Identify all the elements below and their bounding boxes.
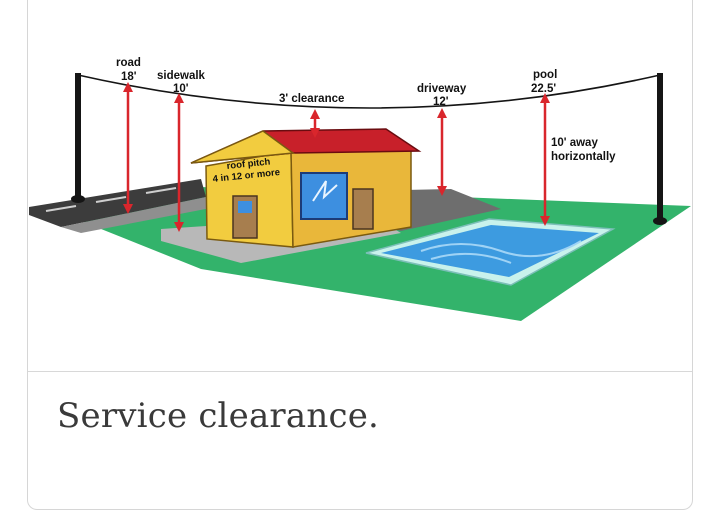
label-pool-value: 22.5' <box>531 83 556 95</box>
label-road: road <box>116 57 141 69</box>
label-driveway-value: 12' <box>433 96 449 108</box>
label-pool-horizontal-2: horizontally <box>551 151 616 163</box>
label-pool: pool <box>533 69 557 81</box>
label-roof-clearance: 3' clearance <box>279 93 344 105</box>
service-clearance-diagram: road 18' sidewalk 10' 3' clearance drive… <box>29 57 691 321</box>
label-roof-pitch-1: roof pitch <box>226 156 271 172</box>
side-door <box>352 188 374 230</box>
pool-water <box>381 225 599 277</box>
label-sidewalk-value: 10' <box>173 83 189 95</box>
figure-card: road 18' sidewalk 10' 3' clearance drive… <box>27 0 693 510</box>
caption-divider <box>28 371 692 372</box>
utility-pole-right <box>657 73 663 223</box>
roof-gable <box>190 130 296 164</box>
service-wire <box>77 74 661 109</box>
label-road-value: 18' <box>121 71 137 83</box>
label-driveway: driveway <box>417 83 467 95</box>
label-pool-horizontal-1: 10' away <box>551 137 598 149</box>
utility-pole-left <box>75 73 81 201</box>
road-markings <box>45 187 177 212</box>
figure-caption: Service clearance. <box>57 396 380 436</box>
front-door-window <box>238 201 252 213</box>
label-sidewalk: sidewalk <box>157 70 206 82</box>
